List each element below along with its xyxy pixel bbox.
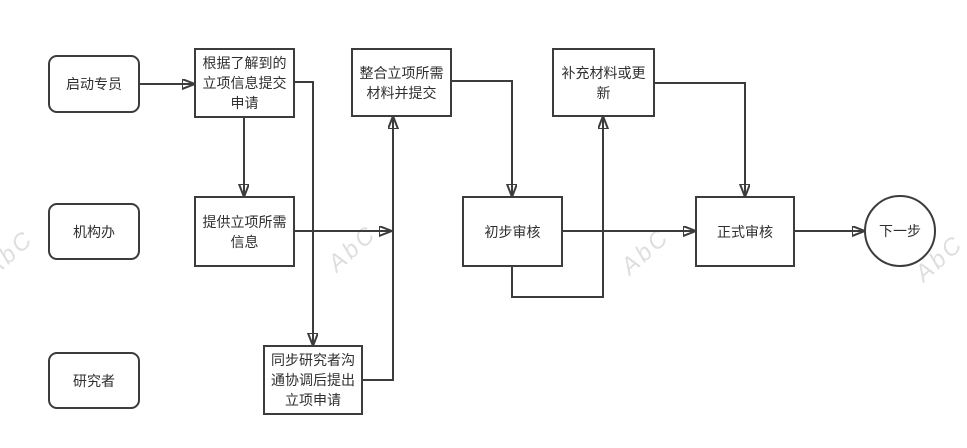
- node-integrate-materials-and-submit: 整合立项所需材料并提交: [351, 48, 452, 117]
- node-role-researcher: 研究者: [48, 352, 140, 409]
- edge-integrate-materials-to-preliminary-review: [452, 80, 512, 196]
- edge-submit-application-to-sync-researcher: [295, 81, 313, 345]
- node-provide-required-info: 提供立项所需信息: [194, 196, 295, 267]
- edge-sync-researcher-to-integrate-materials: [363, 117, 393, 381]
- node-role-startup-specialist: 启动专员: [48, 55, 140, 113]
- node-submit-application-based-on-info: 根据了解到的立项信息提交申请: [194, 48, 295, 118]
- node-next-step-terminal: 下一步: [864, 195, 936, 267]
- node-preliminary-review: 初步审核: [462, 196, 563, 267]
- edge-preliminary-review-to-supplement-materials: [511, 117, 603, 298]
- node-sync-with-researcher-submit-application: 同步研究者沟通协调后提出立项申请: [263, 345, 363, 415]
- node-role-institution-office: 机构办: [48, 203, 140, 260]
- edge-supplement-materials-to-formal-review: [655, 82, 745, 196]
- node-formal-review: 正式审核: [695, 196, 795, 267]
- node-supplement-or-update-materials: 补充材料或更新: [552, 48, 655, 117]
